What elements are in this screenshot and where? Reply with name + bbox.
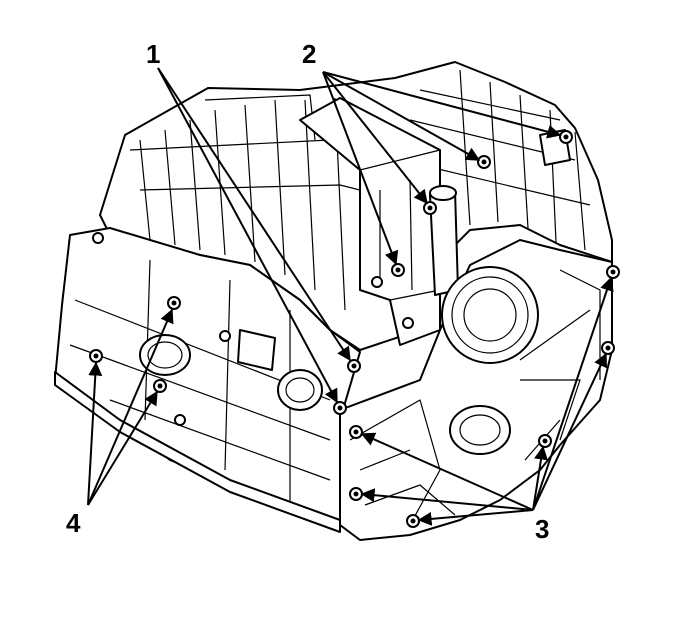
engine-block (54, 61, 613, 541)
callout-2: 2 (302, 39, 316, 69)
bolt-holes (89, 130, 620, 528)
callout-labels: 1 2 3 4 (66, 39, 549, 544)
leader-lines (87, 67, 614, 526)
callout-3: 3 (535, 514, 549, 544)
callout-4: 4 (66, 508, 81, 538)
callout-1: 1 (146, 39, 160, 69)
